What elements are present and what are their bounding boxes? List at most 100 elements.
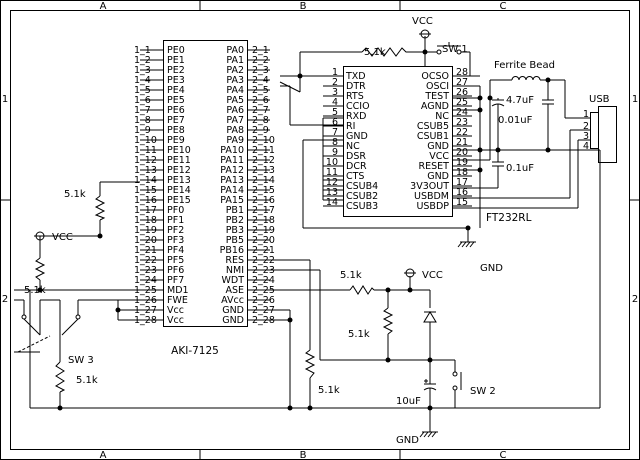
diode: [423, 311, 437, 323]
aki-right-pin-number: 2_15: [252, 185, 275, 196]
junction-dots: [37, 49, 551, 411]
aki-right-pin-name: PB16: [220, 245, 244, 256]
aki-right-pin-number: 2_19: [252, 225, 275, 236]
component-labels: VCC VCC VCC GND GND SW 1 SW 2 SW 3 Ferri…: [24, 16, 610, 446]
ft232rl-body: [343, 66, 453, 217]
ft-right-pin-name: GND: [427, 171, 449, 182]
aki-right-pin-name: PA1: [226, 55, 244, 66]
gnd-label-1: GND: [480, 263, 503, 274]
ft-left-pin-number: 3: [332, 87, 338, 98]
aki-left-pin-number: 1_16: [134, 195, 157, 206]
aki-left-pin-number: 1_13: [134, 165, 157, 176]
aki-left-pin-number: 1_18: [134, 215, 157, 226]
aki-left-pin-name: PE10: [167, 145, 191, 156]
aki-right-pin-name: PA9: [226, 135, 244, 146]
ft-left-pin-name: DTR: [346, 81, 366, 92]
cap-0-1uf-label: 0.1uF: [506, 163, 534, 174]
aki-left-pin-name: PE11: [167, 155, 191, 166]
junction-dot: [385, 287, 391, 293]
ferrite-bead: [511, 76, 541, 81]
aki-7125-label: AKI-7125: [171, 345, 219, 357]
aki-left-pin-number: 1_14: [134, 175, 157, 186]
aki-left-pin-name: PE6: [167, 105, 185, 116]
ft-right-pin-number: 26: [456, 87, 468, 98]
ft-right-pin-name: AGND: [421, 101, 449, 112]
capacitor-10uf: [423, 376, 437, 392]
ft-left-pin-number: 12: [326, 177, 338, 188]
aki-left-pin-name: PF7: [167, 275, 184, 286]
aki-left-pin-number: 1_21: [134, 245, 157, 256]
resistor-left: [34, 257, 46, 281]
ft-left-pin-name: RI: [346, 121, 355, 132]
aki-right-pin-number: 2_6: [252, 95, 269, 106]
vcc-symbol-2: [34, 231, 46, 241]
ft-right-pin-name: CSUB5: [417, 121, 449, 132]
aki-left-pin-name: Vcc: [167, 315, 184, 326]
aki-left-pin-number: 1_8: [134, 115, 151, 126]
aki-right-pin-number: 2_2: [252, 55, 269, 66]
r-sw1-label: 5.1k: [364, 47, 386, 58]
frame-col-a-bottom: A: [100, 450, 107, 460]
junction-dot: [545, 147, 551, 153]
aki-right-pin-name: GND: [222, 305, 244, 316]
aki-right-pin-number: 2_11: [252, 145, 275, 156]
aki-right-pin-number: 2_3: [252, 65, 269, 76]
ft-right-pin-name: RESET: [419, 161, 450, 172]
aki-right-pin-name: PA3: [226, 75, 244, 86]
ft232rl-label: FT232RL: [486, 212, 532, 224]
aki-right-pin-name: PA4: [226, 85, 244, 96]
capacitor-0-1uf: [492, 161, 504, 167]
junction-dot: [57, 405, 63, 411]
ft-right-pin-name: GND: [427, 141, 449, 152]
usb-pin-3: 3: [583, 131, 589, 142]
ft-left-pin-number: 10: [326, 157, 338, 168]
ft-right-pin-name: USBDP: [416, 201, 449, 212]
aki-right-pin-number: 2_5: [252, 85, 269, 96]
ft-right-pin-name: 3V3OUT: [410, 181, 449, 192]
r-mid-label: 5.1k: [348, 329, 370, 340]
ft-right-pin-number: 17: [456, 177, 468, 188]
ft-left-pin-name: CTS: [346, 171, 364, 182]
aki-left-pin-name: PF5: [167, 255, 184, 266]
aki-right-pin-name: NMI: [226, 265, 244, 276]
aki-right-pin-number: 2_24: [252, 275, 275, 286]
cap-10uf-label: 10uF: [396, 396, 421, 407]
aki-right-pin-number: 2_8: [252, 115, 269, 126]
junction-dot: [465, 225, 471, 231]
ft-left-pin-name: DCR: [346, 161, 367, 172]
aki-left-pin-name: PE1: [167, 55, 185, 66]
aki-left-pin-number: 1_15: [134, 185, 157, 196]
aki-right-pin-number: 2_13: [252, 165, 275, 176]
aki-left-pin-number: 1_26: [134, 295, 157, 306]
ft-right-pin-name: CSUB1: [417, 131, 449, 142]
resistor-sw1: [361, 47, 410, 57]
aki-left-pin-name: PE0: [167, 45, 185, 56]
ft-right-pin-number: 20: [456, 147, 468, 158]
junction-dot: [487, 95, 493, 101]
aki-right-pin-number: 2_23: [252, 265, 275, 276]
junction-dot: [495, 147, 501, 153]
aki-right-pin-name: PB1: [226, 205, 244, 216]
junction-dot: [287, 405, 293, 411]
aki-left-pin-number: 1_10: [134, 135, 157, 146]
junction-dot: [287, 317, 293, 323]
ft-right-pin-number: 16: [456, 187, 468, 198]
ft-left-pin-name: RXD: [346, 111, 366, 122]
aki-left-pin-name: PF4: [167, 245, 184, 256]
r-sw3-label: 5.1k: [76, 375, 98, 386]
aki-right-pin-number: 2_1: [252, 45, 269, 56]
ft-left-pin-name: DSR: [346, 151, 366, 162]
ft-left-pin-number: 9: [332, 147, 338, 158]
ft-right-pin-number: 27: [456, 77, 468, 88]
aki-left-pin-name: PF0: [167, 205, 184, 216]
aki-right-pin-name: PA12: [220, 165, 244, 176]
vcc-symbol-3: [404, 268, 416, 278]
aki-right-pin-name: GND: [222, 315, 244, 326]
aki-right-pin-number: 2_26: [252, 295, 275, 306]
aki-7125-body: [163, 40, 248, 327]
ft-left-pin-name: TXD: [345, 71, 366, 82]
aki-right-pin-name: ASE: [225, 285, 244, 296]
ft-left-pin-number: 14: [326, 197, 338, 208]
aki-right-pin-name: PA8: [226, 125, 244, 136]
